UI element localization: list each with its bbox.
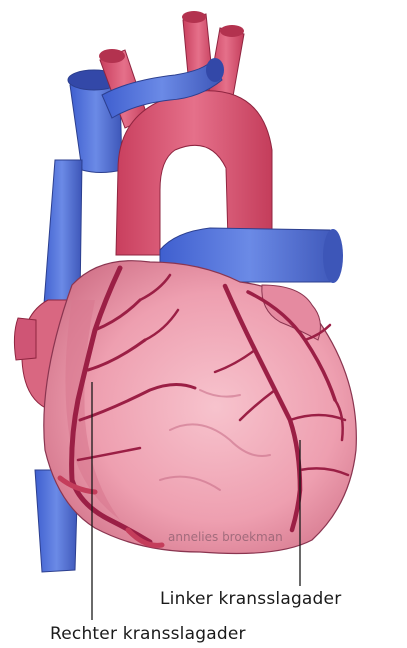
right-coronary-artery-label: Rechter kransslagader xyxy=(50,624,246,644)
watermark: annelies broekman xyxy=(168,530,283,544)
left-coronary-artery-label: Linker kransslagader xyxy=(160,589,341,609)
